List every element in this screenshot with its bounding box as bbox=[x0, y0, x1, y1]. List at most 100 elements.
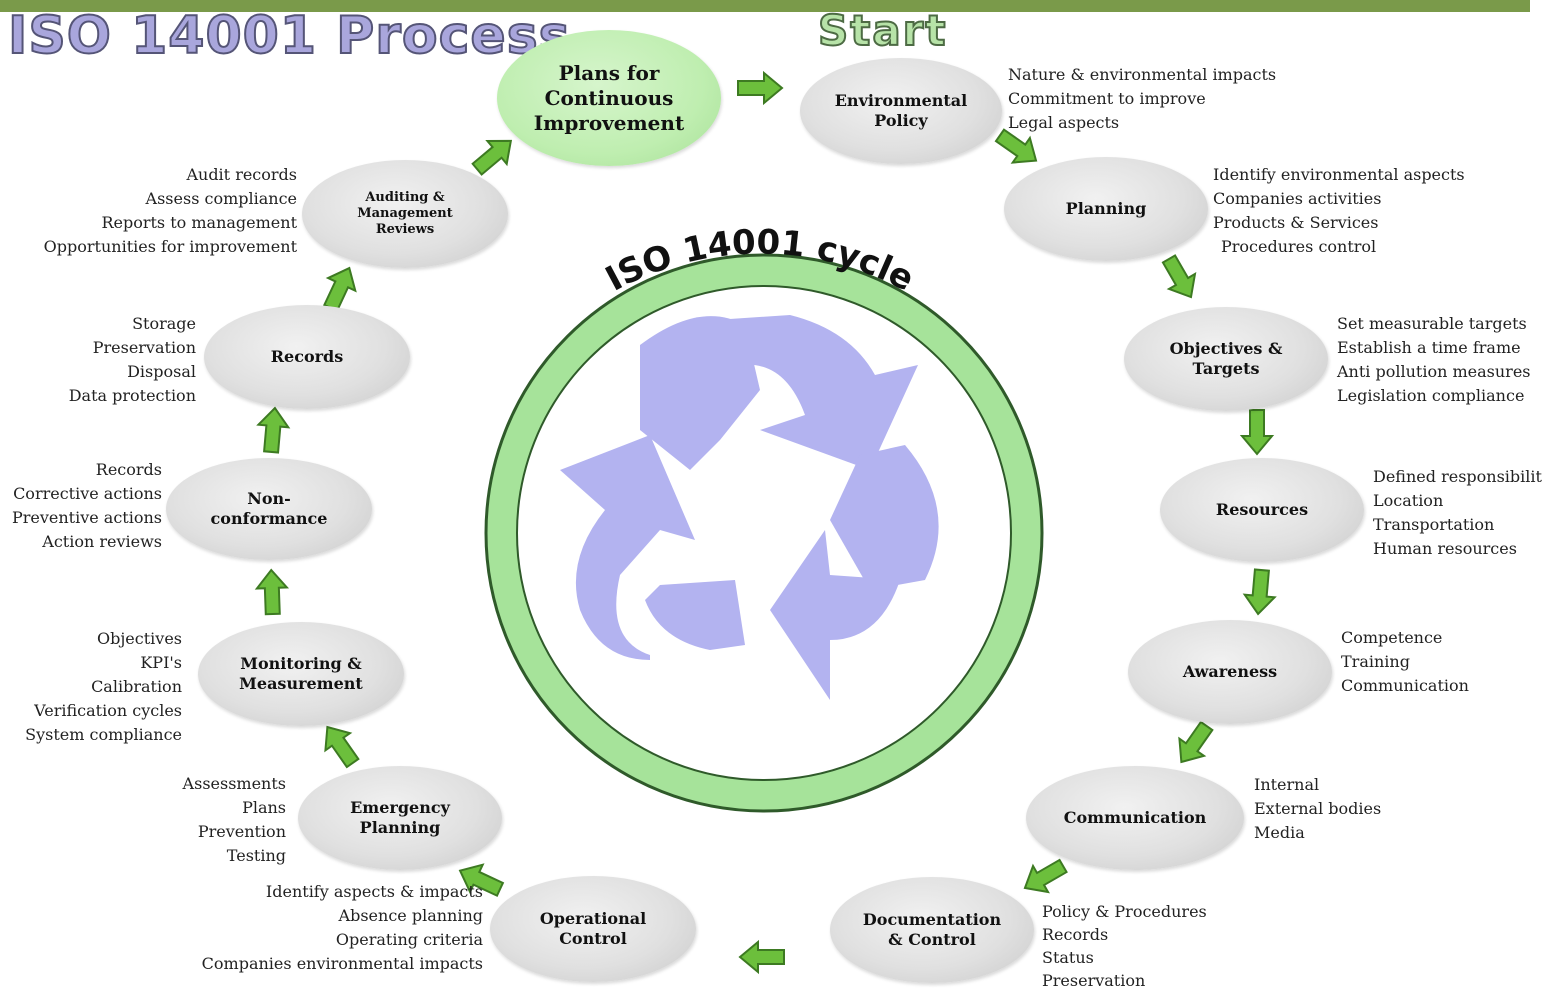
detail-item: Audit records bbox=[186, 165, 297, 184]
node-environmental-policy: Environmental Policy bbox=[800, 58, 1002, 164]
detail-item: Legislation compliance bbox=[1337, 386, 1525, 405]
detail-item: Records bbox=[95, 460, 162, 479]
node-emergency-planning: Emergency Planning bbox=[298, 766, 502, 870]
node-label: Documentation & Control bbox=[862, 910, 1002, 949]
node-plans-for-continuous-improvement: Plans for Continuous Improvement bbox=[497, 30, 721, 166]
details-monitoring-measurement: Objectives KPI's Calibration Verificatio… bbox=[25, 627, 182, 747]
details-auditing-management-reviews: Audit records Assess compliance Reports … bbox=[44, 163, 297, 259]
detail-item: Testing bbox=[226, 846, 286, 865]
node-monitoring-measurement: Monitoring & Measurement bbox=[198, 622, 404, 726]
details-documentation-control: Policy & Procedures Records Status Prese… bbox=[1042, 900, 1207, 992]
detail-item: Legal aspects bbox=[1008, 113, 1120, 132]
node-label: Objectives & Targets bbox=[1169, 339, 1283, 378]
detail-item: Transportation bbox=[1373, 515, 1495, 534]
start-label: Start bbox=[817, 6, 948, 55]
details-environmental-policy: Nature & environmental impacts Commitmen… bbox=[1008, 63, 1276, 135]
node-label: Records bbox=[270, 347, 344, 366]
detail-item: Disposal bbox=[127, 362, 196, 381]
page-title: ISO 14001 Process bbox=[7, 6, 571, 66]
node-auditing-management-reviews: Auditing & Management Reviews bbox=[302, 160, 508, 268]
detail-item: Commitment to improve bbox=[1008, 89, 1206, 108]
node-label: Non- conformance bbox=[210, 489, 328, 528]
detail-item: Companies environmental impacts bbox=[201, 954, 483, 973]
node-label: Resources bbox=[1215, 500, 1309, 519]
detail-item: Status bbox=[1042, 948, 1094, 967]
node-label: Plans for Continuous Improvement bbox=[533, 60, 685, 135]
detail-item: Competence bbox=[1341, 628, 1443, 647]
detail-item: Anti pollution measures bbox=[1337, 362, 1531, 381]
detail-item: Training bbox=[1341, 652, 1410, 671]
details-operational-control: Identify aspects & impacts Absence plann… bbox=[202, 880, 483, 976]
node-label: Awareness bbox=[1182, 662, 1278, 681]
detail-item: Procedures control bbox=[1221, 237, 1377, 256]
top-bar bbox=[0, 0, 1530, 12]
detail-item: Preservation bbox=[1042, 971, 1146, 990]
details-objectives-targets: Set measurable targets Establish a time … bbox=[1337, 312, 1531, 408]
node-objectives-targets: Objectives & Targets bbox=[1124, 307, 1328, 411]
node-awareness: Awareness bbox=[1128, 620, 1332, 724]
details-awareness: Competence Training Communication bbox=[1341, 626, 1469, 698]
node-resources: Resources bbox=[1160, 458, 1364, 562]
node-documentation-control: Documentation & Control bbox=[830, 877, 1034, 983]
detail-item: Set measurable targets bbox=[1337, 314, 1527, 333]
detail-item: Identify environmental aspects bbox=[1213, 165, 1465, 184]
detail-item: External bodies bbox=[1254, 799, 1382, 818]
details-emergency-planning: Assessments Plans Prevention Testing bbox=[183, 772, 286, 868]
detail-item: Human resources bbox=[1373, 539, 1517, 558]
details-records: Storage Preservation Disposal Data prote… bbox=[69, 312, 196, 408]
detail-item: System compliance bbox=[25, 725, 182, 744]
detail-item: Establish a time frame bbox=[1337, 338, 1521, 357]
arrow-plans-to-policy bbox=[737, 72, 783, 104]
arrow-awareness-to-communication bbox=[1168, 716, 1220, 772]
detail-item: Defined responsibilit bbox=[1373, 467, 1542, 486]
detail-item: Action reviews bbox=[42, 532, 162, 551]
node-label: Monitoring & Measurement bbox=[239, 654, 363, 693]
detail-item: Communication bbox=[1341, 676, 1469, 695]
arrow-documentation-to-operational bbox=[739, 941, 785, 973]
detail-item: Absence planning bbox=[338, 906, 483, 925]
arrow-communication-to-documentation bbox=[1016, 852, 1072, 902]
detail-item: Products & Services bbox=[1213, 213, 1379, 232]
details-nonconformance: Records Corrective actions Preventive ac… bbox=[12, 458, 162, 554]
detail-item: Opportunities for improvement bbox=[43, 237, 297, 256]
arrow-resources-to-awareness bbox=[1242, 567, 1278, 617]
detail-item: Objectives bbox=[96, 629, 182, 648]
node-operational-control: Operational Control bbox=[490, 876, 696, 982]
node-label: Emergency Planning bbox=[350, 798, 450, 837]
detail-item: KPI's bbox=[140, 653, 182, 672]
node-label: Planning bbox=[1065, 199, 1147, 218]
node-communication: Communication bbox=[1026, 766, 1244, 870]
recycle-icon bbox=[560, 315, 939, 700]
detail-item: Records bbox=[1042, 925, 1109, 944]
detail-item: Identify aspects & impacts bbox=[265, 882, 483, 901]
detail-item: Assess compliance bbox=[145, 189, 297, 208]
detail-item: Media bbox=[1254, 823, 1305, 842]
node-planning: Planning bbox=[1004, 157, 1208, 261]
detail-item: Preservation bbox=[92, 338, 196, 357]
details-resources: Defined responsibilit Location Transport… bbox=[1373, 465, 1551, 561]
detail-item: Storage bbox=[132, 314, 196, 333]
node-records: Records bbox=[204, 305, 410, 409]
detail-item: Preventive actions bbox=[11, 508, 162, 527]
detail-item: Data protection bbox=[68, 386, 196, 405]
detail-item: Assessments bbox=[182, 774, 286, 793]
node-label: Communication bbox=[1063, 808, 1207, 827]
detail-item: Calibration bbox=[91, 677, 182, 696]
node-label: Operational Control bbox=[539, 909, 647, 948]
detail-item: Reports to management bbox=[101, 213, 297, 232]
detail-item: Companies activities bbox=[1213, 189, 1382, 208]
details-communication: Internal External bodies Media bbox=[1254, 773, 1381, 845]
arrow-objectives-to-resources bbox=[1241, 409, 1273, 455]
detail-item: Operating criteria bbox=[335, 930, 483, 949]
detail-item: Prevention bbox=[197, 822, 286, 841]
arrow-monitoring-to-nonconformance bbox=[255, 568, 289, 616]
detail-item: Internal bbox=[1254, 775, 1320, 794]
node-nonconformance: Non- conformance bbox=[166, 458, 372, 560]
detail-item: Verification cycles bbox=[34, 701, 182, 720]
arrow-emergency-to-monitoring bbox=[314, 717, 366, 773]
detail-item: Corrective actions bbox=[13, 484, 162, 503]
arrow-planning-to-objectives bbox=[1155, 250, 1205, 306]
arrow-auditing-to-plans bbox=[466, 128, 522, 182]
node-label: Auditing & Management Reviews bbox=[357, 189, 453, 238]
